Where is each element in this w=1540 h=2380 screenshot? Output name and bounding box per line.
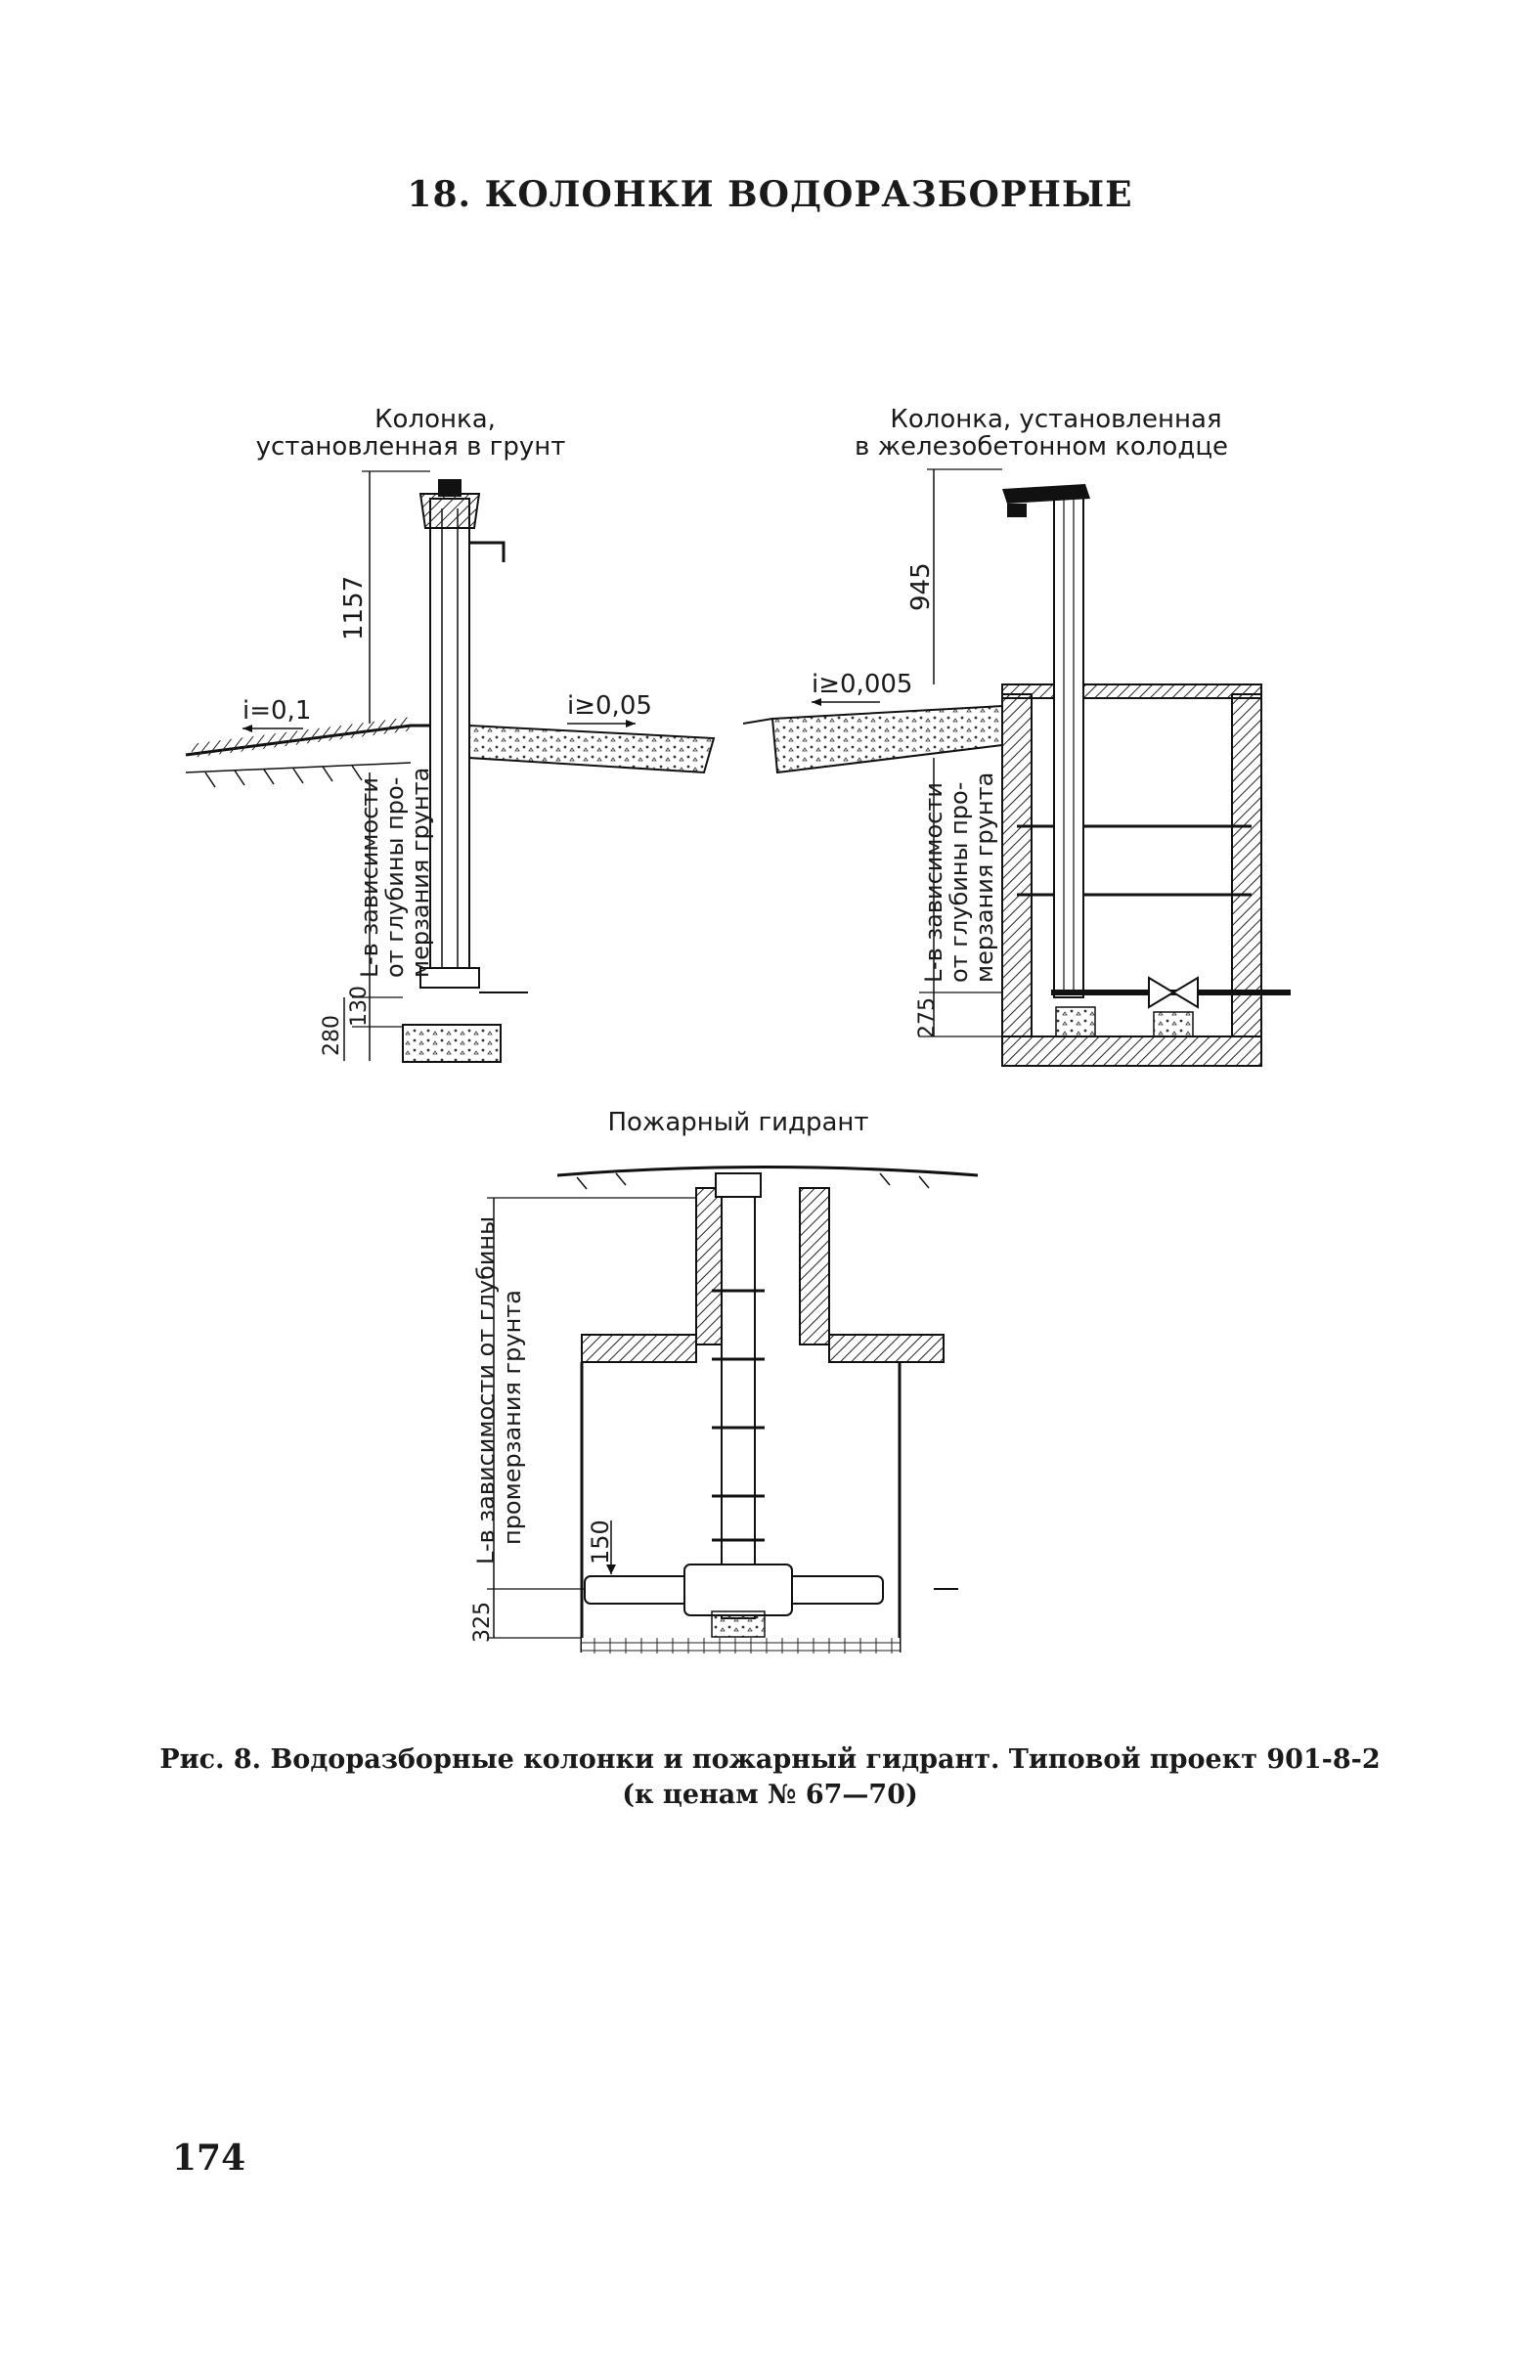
left-concrete-slab [468, 724, 716, 774]
hydrant-slab-left [581, 1334, 697, 1363]
right-column-pipe [1053, 493, 1084, 998]
right-column-head [1002, 484, 1090, 504]
hydrant-brick-floor [582, 1638, 900, 1653]
right-well-wall-right [1231, 693, 1262, 1037]
left-slope-right-label: i≥0,05 [567, 691, 652, 721]
right-concrete-slab [770, 704, 1003, 774]
left-base-block [402, 1024, 502, 1063]
figure-caption: Рис. 8. Водоразборные колонки и пожарный… [0, 1742, 1540, 1813]
hydrant-riser [721, 1187, 756, 1619]
left-column-label-2: установленная в грунт [256, 432, 566, 462]
right-dim-275: 275 [915, 997, 940, 1038]
left-dim-130: 130 [347, 986, 372, 1027]
hydrant-slab-right [828, 1334, 945, 1363]
left-spout [469, 541, 506, 562]
left-slope-label: i=0,1 [242, 696, 311, 726]
left-dim-1157: 1157 [339, 576, 369, 640]
right-dim-945: 945 [906, 562, 936, 611]
left-column-head [418, 493, 481, 529]
right-well-wall-left [1001, 693, 1033, 1037]
left-column-pipe [429, 498, 470, 969]
right-column-label-1: Колонка, установленная [890, 405, 1221, 434]
hydrant-dim-325: 325 [470, 1602, 495, 1643]
hydrant-tee-fitting [683, 1564, 793, 1616]
hydrant-label: Пожарный гидрант [607, 1108, 868, 1137]
left-soil-ticks [204, 765, 363, 788]
page-number: 174 [172, 2138, 246, 2179]
right-depth-note-3: мерзания грунта [971, 772, 998, 983]
hydrant-dim-150: 150 [587, 1520, 614, 1565]
caption-line-2: (к ценам № 67—70) [622, 1780, 918, 1810]
left-depth-note-1: L-в зависимости [356, 777, 383, 978]
left-depth-note-3: мерзания грунта [407, 768, 434, 978]
right-well-cover [1001, 683, 1262, 699]
hydrant-drawing: Пожарный гидрант [470, 1108, 979, 1653]
left-column-label-1: Колонка, [374, 405, 496, 434]
right-depth-note-2: от глубины про- [946, 782, 973, 983]
right-well-bottom [1001, 1036, 1262, 1067]
right-column-label-2: в железобетонном колодце [855, 432, 1228, 462]
left-column-drawing: Колонка, установленная в грунт i=0,1 i≥0… [185, 405, 716, 1063]
hydrant-shaft-wall-right [799, 1187, 830, 1345]
right-column-drawing: Колонка, установленная в железобетонном … [742, 405, 1291, 1067]
left-gravel-layer [190, 717, 411, 758]
right-valve [1148, 976, 1199, 1009]
left-depth-note-2: от глубины про- [381, 777, 409, 978]
hydrant-depth-note-1: L-в зависимости от глубины [472, 1216, 500, 1565]
right-depth-note-1: L-в зависимости [920, 782, 947, 983]
right-slope-label: i≥0,005 [812, 670, 912, 699]
left-dim-280: 280 [320, 1015, 344, 1056]
hydrant-ground-line [556, 1166, 979, 1177]
caption-line-1: Рис. 8. Водоразборные колонки и пожарный… [159, 1744, 1381, 1775]
page-title: 18. КОЛОНКИ ВОДОРАЗБОРНЫЕ [407, 174, 1133, 215]
hydrant-depth-note-2: промерзания грунта [499, 1290, 526, 1545]
